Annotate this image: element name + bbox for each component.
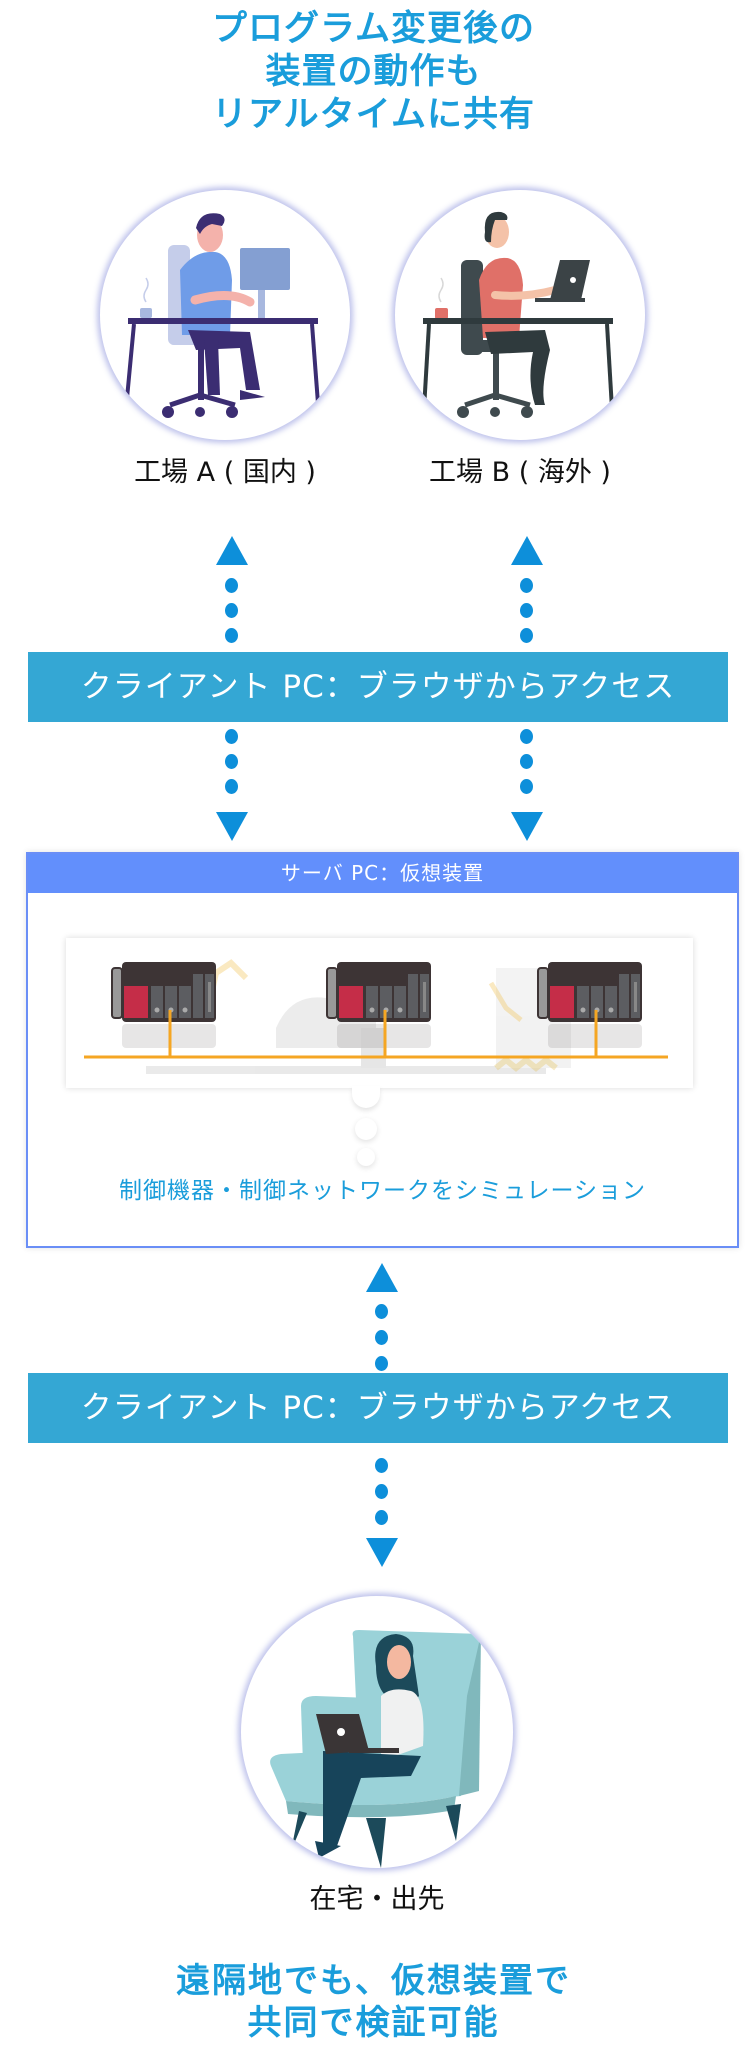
arrow-dot — [520, 578, 533, 593]
plc-unit — [537, 962, 642, 1048]
footer-headline: 遠隔地でも、仮想装置で 共同で検証可能 — [0, 1960, 747, 2044]
arrow-dot — [225, 729, 238, 744]
arrow-dot — [225, 578, 238, 593]
arrow-dot — [375, 1304, 388, 1319]
arrow-dot — [375, 1330, 388, 1345]
factory-a-illustration — [100, 190, 350, 440]
woman-at-laptop-icon — [421, 211, 615, 427]
arrow-dot — [225, 779, 238, 794]
man-at-desk-icon — [122, 213, 322, 431]
arrow-dot — [520, 754, 533, 769]
client-pc-bar: クライアント PC：ブラウザからアクセス — [28, 1373, 728, 1443]
arrow-up-icon — [216, 536, 248, 565]
factory-b-label: 工場 B ( 海外 ) — [429, 457, 611, 488]
headline: プログラム変更後の 装置の動作も リアルタイムに共有 — [0, 8, 747, 137]
footer-line-2: 共同で検証可能 — [247, 2003, 500, 2043]
arrow-dot — [375, 1458, 388, 1473]
factory-b-illustration — [395, 190, 645, 440]
arrow-down-icon — [511, 812, 543, 841]
arrow-up-icon — [366, 1263, 398, 1292]
arrow-dot — [520, 628, 533, 643]
woman-in-armchair-icon — [270, 1630, 481, 1868]
arrow-down-icon — [216, 812, 248, 841]
arrow-dot — [225, 754, 238, 769]
arrow-dot — [520, 729, 533, 744]
factory-a-label: 工場 A ( 国内 ) — [134, 457, 316, 488]
arrow-dot — [225, 628, 238, 643]
thought-bubble-large — [352, 1086, 380, 1108]
headline-line-2: 装置の動作も — [265, 52, 482, 92]
arrow-dot — [375, 1356, 388, 1371]
plc-simulation-illustration — [66, 938, 693, 1088]
server-pc-title: サーバ PC：仮想装置 — [28, 854, 737, 893]
server-pc-panel: サーバ PC：仮想装置 — [26, 852, 739, 1248]
footer-line-1: 遠隔地でも、仮想装置で — [176, 1961, 571, 2001]
thought-bubble-medium — [355, 1118, 377, 1140]
arrow-dot — [375, 1510, 388, 1525]
thought-bubble-small — [357, 1148, 375, 1166]
arrow-dot — [375, 1484, 388, 1499]
arrow-up-icon — [511, 536, 543, 565]
plc-unit — [326, 962, 431, 1048]
headline-line-3: リアルタイムに共有 — [212, 95, 535, 135]
arrow-dot — [520, 603, 533, 618]
arrow-dot — [520, 779, 533, 794]
simulation-caption: 制御機器・制御ネットワークをシミュレーション — [118, 1178, 647, 1204]
remote-work-illustration — [241, 1596, 513, 1868]
remote-label: 在宅・出先 — [309, 1884, 445, 1915]
plc-network-icon — [84, 959, 668, 1074]
arrow-dot — [225, 603, 238, 618]
client-pc-bar: クライアント PC：ブラウザからアクセス — [28, 652, 728, 722]
network-line — [84, 1010, 668, 1059]
plc-unit — [111, 962, 216, 1048]
headline-line-1: プログラム変更後の — [212, 9, 535, 49]
arrow-down-icon — [366, 1538, 398, 1567]
